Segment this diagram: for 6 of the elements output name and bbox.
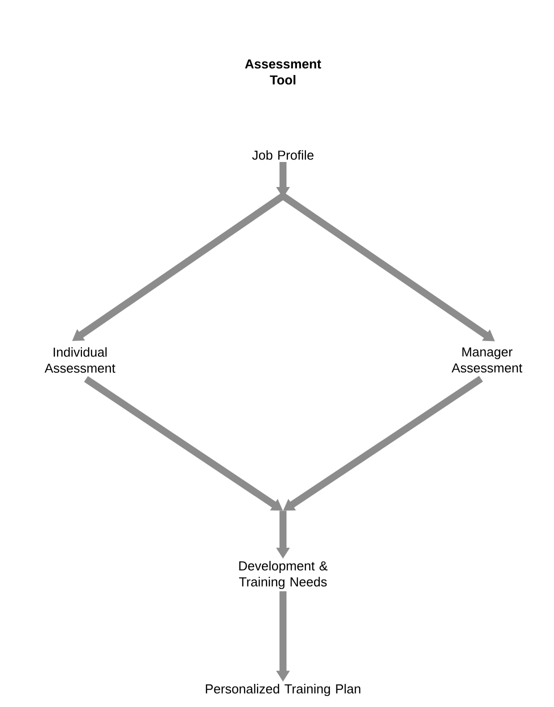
node-label: Personalized Training Plan	[206, 684, 360, 696]
node-label: Job Profile	[252, 150, 314, 160]
node-label: Development & Training Needs	[239, 560, 328, 590]
node-label: Manager Assessment	[452, 347, 522, 373]
title: Assessment Tool	[245, 59, 322, 85]
node-label: Individual Assessment	[44, 347, 116, 373]
